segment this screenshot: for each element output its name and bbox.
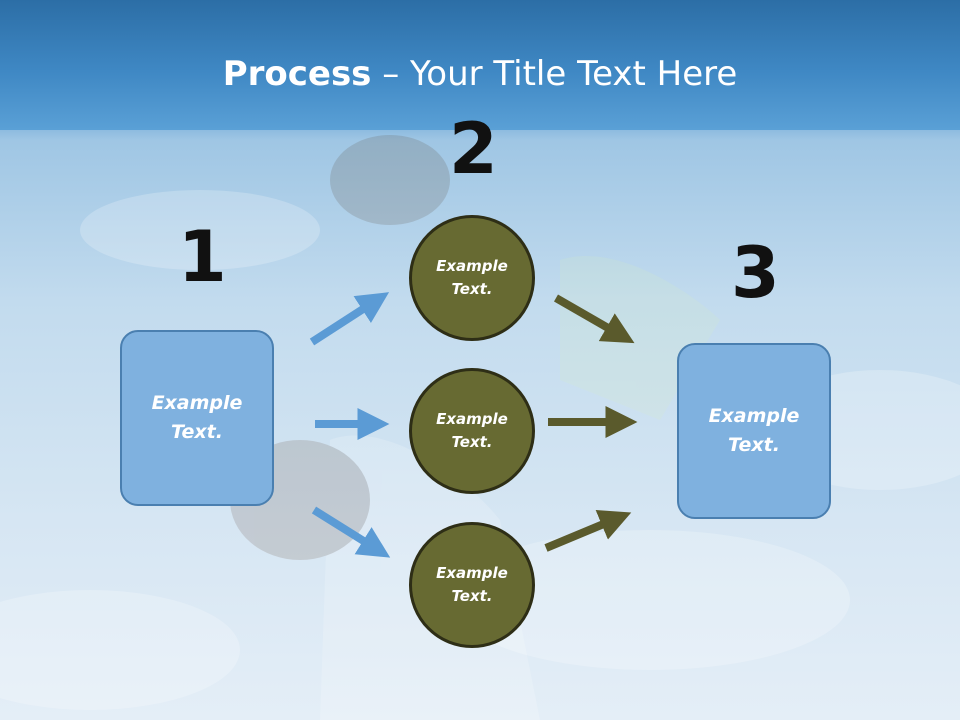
circle-top-label: Example Text.	[436, 257, 508, 298]
step-number-2: 2	[449, 108, 498, 190]
arrow-olive-up	[544, 510, 632, 552]
circle-bottom: Example Text.	[409, 522, 535, 648]
right-box: Example Text.	[677, 343, 831, 519]
arrow-olive-down	[554, 294, 635, 344]
step-number-3: 3	[731, 232, 780, 314]
arrow-blue-up	[309, 292, 390, 346]
title-bold: Process	[222, 54, 372, 94]
step-number-1: 1	[178, 216, 227, 298]
left-box-label: Example Text.	[151, 392, 243, 443]
circle-middle-label: Example Text.	[436, 410, 508, 451]
page-title: Process – Your Title Text Here	[0, 52, 960, 96]
arrow-blue-down	[311, 506, 391, 558]
title-rest: – Your Title Text Here	[371, 54, 738, 94]
circle-top: Example Text.	[409, 215, 535, 341]
left-box: Example Text.	[120, 330, 274, 506]
title-band	[0, 0, 960, 130]
circle-middle: Example Text.	[409, 368, 535, 494]
circle-bottom-label: Example Text.	[436, 564, 508, 605]
right-box-label: Example Text.	[708, 405, 800, 456]
